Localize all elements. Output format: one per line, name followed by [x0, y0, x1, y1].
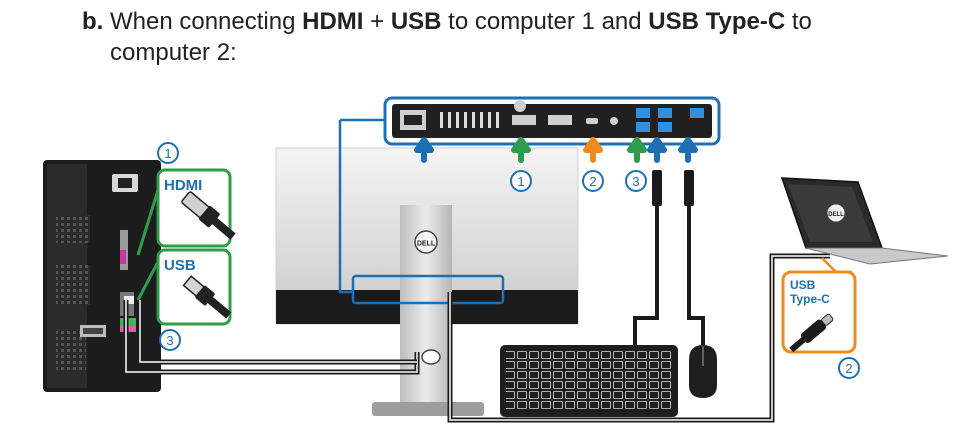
hdmi-connector-label: HDMI — [164, 177, 202, 194]
computer1-port-callout: HDMI USB — [136, 168, 236, 326]
step-label: b. — [82, 8, 104, 35]
callout-2-laptop: 2 — [838, 357, 860, 379]
arrow-up-icon — [511, 137, 531, 163]
usb-c-cable — [447, 253, 830, 423]
desktop-tower-icon — [43, 160, 161, 392]
laptop-dell-logo: DELL — [828, 212, 844, 218]
arrow-up-icon — [414, 137, 434, 163]
monitor-dell-logo: DELL — [417, 241, 436, 248]
laptop-port-callout: USB Type-C — [781, 257, 857, 354]
peripheral-cables — [633, 170, 705, 345]
heading-usb: USB — [390, 8, 442, 35]
heading-line-2: computer 2: — [110, 39, 237, 66]
tower-to-monitor-cables — [123, 300, 420, 375]
heading-text-1: When connecting — [110, 8, 296, 35]
heading-plus: + — [370, 8, 385, 35]
usb-c-label-line-2: Type-C — [790, 292, 830, 306]
monitor-port-strip — [338, 96, 721, 294]
heading-text-2: to computer 1 and — [448, 8, 642, 35]
arrow-up-icon — [583, 137, 603, 163]
laptop-icon: DELL — [780, 177, 949, 265]
arrow-up-icon — [647, 137, 667, 163]
instruction-heading: b. When connecting HDMI + USB to compute… — [82, 6, 942, 68]
arrow-up-icon — [678, 137, 698, 163]
callout-1-monitor: 1 — [510, 170, 532, 192]
keyboard-icon — [500, 345, 678, 417]
mouse-icon — [689, 345, 717, 398]
hdmi-plug-icon — [181, 191, 236, 240]
usb-c-plug-icon — [789, 313, 834, 353]
svg-text:3: 3 — [632, 174, 639, 189]
svg-text:1: 1 — [164, 146, 171, 161]
usb-connector-label: USB — [164, 257, 196, 274]
usb-plug-icon — [182, 275, 232, 319]
svg-text:2: 2 — [589, 174, 596, 189]
callout-3-monitor: 3 — [625, 170, 647, 192]
svg-text:2: 2 — [845, 361, 852, 376]
svg-text:3: 3 — [166, 333, 173, 348]
monitor-icon: DELL — [275, 147, 579, 416]
callout-3-tower: 3 — [159, 329, 181, 351]
heading-usb-c: USB Type-C — [648, 8, 786, 35]
callout-1-tower: 1 — [157, 142, 179, 164]
callout-2-monitor: 2 — [582, 170, 604, 192]
heading-line-1: b. When connecting HDMI + USB to compute… — [82, 6, 942, 37]
usb-c-label-line-1: USB — [790, 278, 816, 292]
svg-text:1: 1 — [517, 174, 524, 189]
arrow-up-icon — [627, 137, 647, 163]
heading-hdmi: HDMI — [302, 8, 364, 35]
heading-text-3: to — [791, 8, 812, 35]
